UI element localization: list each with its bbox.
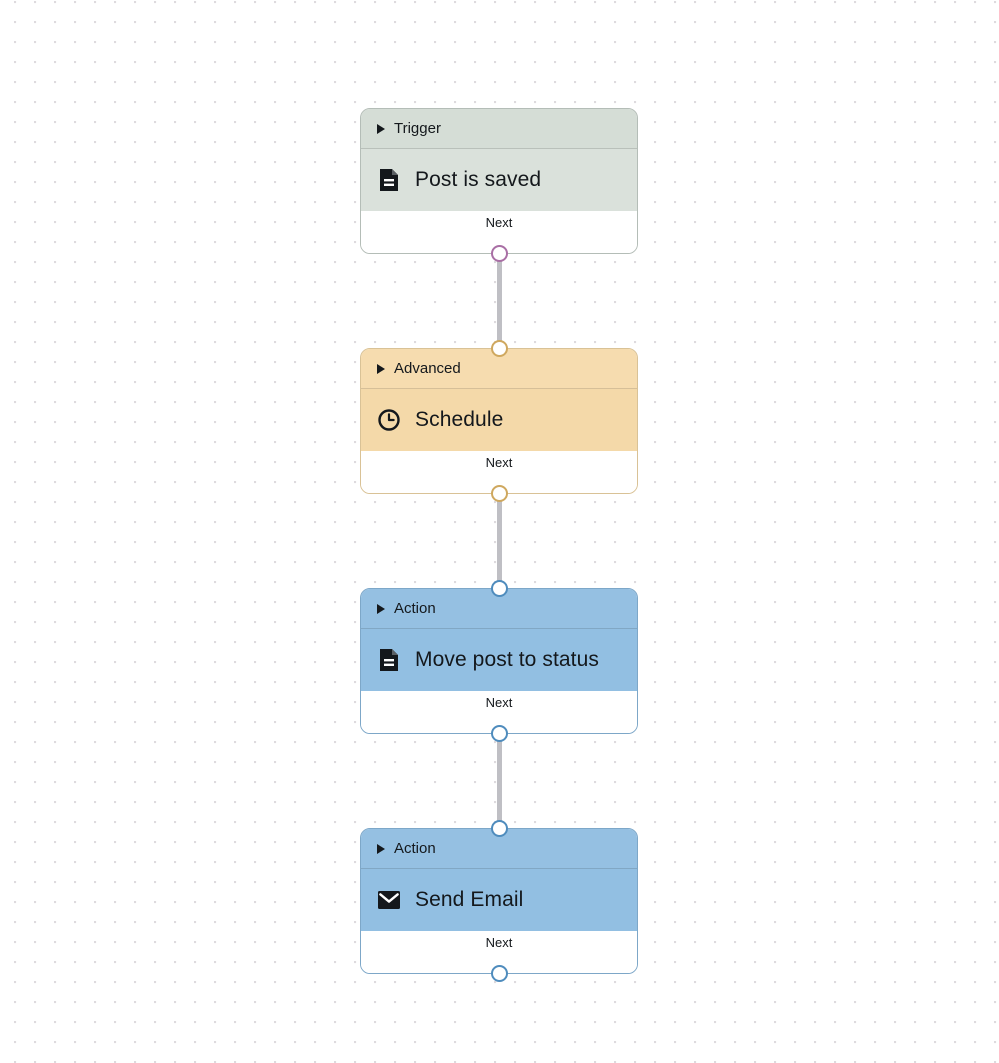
- node-output-port[interactable]: [490, 965, 508, 982]
- node-next-label: Next: [485, 695, 513, 710]
- connector-trigger-to-advanced[interactable]: [497, 234, 502, 346]
- node-body-action[interactable]: Move post to status: [361, 629, 637, 691]
- node-input-port[interactable]: [490, 580, 508, 597]
- node-header-label: Trigger: [394, 120, 441, 137]
- node-title: Schedule: [415, 408, 504, 431]
- mail-icon: [377, 888, 401, 912]
- node-footer-action[interactable]: Next: [361, 691, 637, 742]
- node-output-port[interactable]: [490, 725, 508, 742]
- node-header-action[interactable]: Action: [361, 829, 637, 869]
- workflow-node-advanced[interactable]: Advanced Schedule Next: [360, 340, 638, 502]
- node-footer-trigger[interactable]: Next: [361, 211, 637, 262]
- connector-advanced-to-action-1[interactable]: [497, 474, 502, 586]
- node-body-trigger[interactable]: Post is saved: [361, 149, 637, 211]
- node-title: Send Email: [415, 888, 524, 911]
- node-next-label: Next: [485, 455, 513, 470]
- chevron-right-icon[interactable]: [377, 843, 385, 854]
- document-icon: [377, 168, 401, 192]
- workflow-node-action-move-post[interactable]: Action Move post to status Next: [360, 580, 638, 742]
- node-next-label: Next: [485, 215, 513, 230]
- node-title: Move post to status: [415, 648, 599, 671]
- node-body-action[interactable]: Send Email: [361, 869, 637, 931]
- node-input-port[interactable]: [490, 820, 508, 837]
- workflow-node-trigger[interactable]: Trigger Post is saved Next: [360, 108, 638, 262]
- document-icon: [377, 648, 401, 672]
- node-input-port[interactable]: [490, 340, 508, 357]
- node-header-label: Action: [394, 840, 436, 857]
- node-body-advanced[interactable]: Schedule: [361, 389, 637, 451]
- node-footer-action[interactable]: Next: [361, 931, 637, 982]
- node-next-label: Next: [485, 935, 513, 950]
- node-footer-advanced[interactable]: Next: [361, 451, 637, 502]
- workflow-node-action-send-email[interactable]: Action Send Email Next: [360, 820, 638, 982]
- node-output-port[interactable]: [490, 485, 508, 502]
- connector-action-1-to-action-2[interactable]: [497, 714, 502, 826]
- node-title: Post is saved: [415, 168, 542, 191]
- chevron-right-icon[interactable]: [377, 603, 385, 614]
- clock-icon: [377, 408, 401, 432]
- chevron-right-icon[interactable]: [377, 363, 385, 374]
- node-header-label: Action: [394, 600, 436, 617]
- chevron-right-icon[interactable]: [377, 123, 385, 134]
- node-header-label: Advanced: [394, 360, 461, 377]
- node-header-trigger[interactable]: Trigger: [361, 109, 637, 149]
- node-output-port[interactable]: [490, 245, 508, 262]
